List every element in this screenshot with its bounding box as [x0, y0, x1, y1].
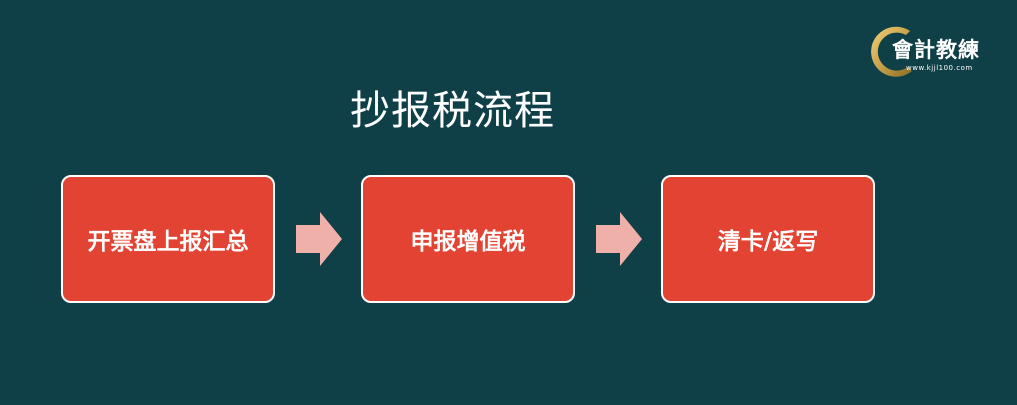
arrow-right-icon — [296, 212, 342, 266]
logo-url: www.kjjl100.com — [906, 64, 973, 72]
logo-text: 會計教練 — [892, 37, 980, 62]
brand-logo: 會計教練 www.kjjl100.com — [866, 22, 996, 84]
logo-c-emblem-icon — [871, 26, 912, 77]
arrow-right-icon — [596, 212, 642, 266]
step-declare-vat: 申报增值税 — [361, 175, 575, 303]
diagram-title: 抄报税流程 — [350, 88, 555, 134]
step-label: 申报增值税 — [410, 229, 526, 255]
step-clear-card-writeback: 清卡/返写 — [661, 175, 875, 303]
step-label: 开票盘上报汇总 — [87, 229, 249, 255]
step-invoice-disk-report-summary: 开票盘上报汇总 — [61, 175, 275, 303]
step-label: 清卡/返写 — [717, 229, 819, 255]
